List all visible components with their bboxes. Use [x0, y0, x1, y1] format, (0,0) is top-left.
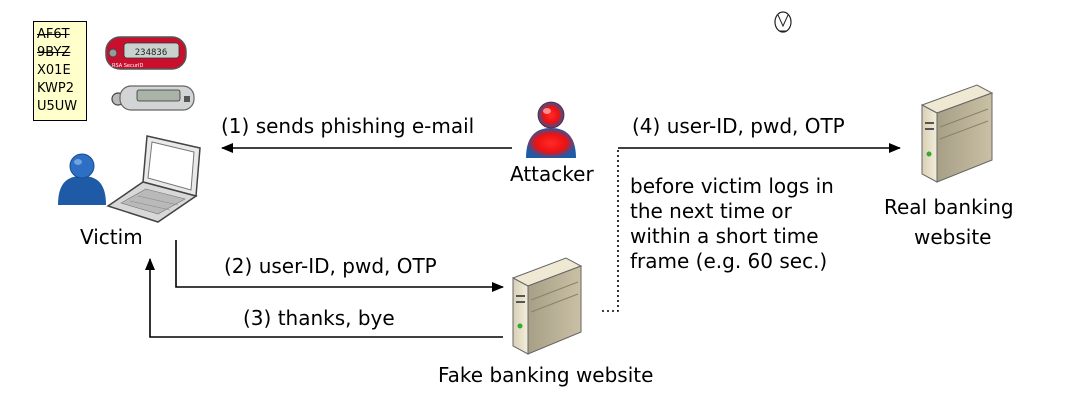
- timing-note-line: within a short time: [630, 224, 819, 248]
- fake-site-server-icon: [511, 257, 583, 355]
- usb-token-icon: [111, 85, 195, 111]
- arrow-step4-label: (4) user-ID, pwd, OTP: [632, 114, 845, 138]
- real-site-label-line2: website: [914, 225, 992, 249]
- otp-code: KWP2: [37, 81, 75, 96]
- fake-site-label: Fake banking website: [438, 363, 654, 387]
- victim-label: Victim: [80, 225, 143, 249]
- arrow-step1-label: (1) sends phishing e-mail: [221, 114, 475, 138]
- attacker-person-icon: [526, 101, 576, 158]
- attacker-label: Attacker: [510, 162, 594, 186]
- timing-note-line: the next time or: [630, 199, 792, 223]
- laptop-icon: [106, 135, 201, 223]
- dotted-connector: [602, 148, 619, 312]
- arrow-step2: [175, 240, 504, 292]
- real-site-label-line1: Real banking: [884, 195, 1014, 219]
- arrow-step3: [145, 258, 503, 338]
- hardware-token-icon: 234836 RSA SecurID: [105, 36, 187, 70]
- arrow-step2-label: (2) user-ID, pwd, OTP: [224, 254, 437, 278]
- real-site-server-icon: [920, 84, 994, 183]
- otp-code-list: AF6T 9BYZ X01E KWP2 U5UW: [33, 21, 87, 121]
- timing-note: before victim logs in the next time or w…: [630, 174, 834, 274]
- token-display-text: 234836: [135, 48, 168, 58]
- otp-code: X01E: [37, 63, 71, 78]
- otp-code-used: AF6T: [37, 27, 70, 42]
- otp-code-used: 9BYZ: [37, 45, 71, 60]
- otp-code: U5UW: [37, 99, 78, 114]
- token-brand-text: RSA SecurID: [112, 63, 143, 69]
- arrow-step3-label: (3) thanks, bye: [243, 306, 395, 330]
- timing-note-line: before victim logs in: [630, 174, 834, 198]
- timing-note-line: frame (e.g. 60 sec.): [630, 249, 828, 273]
- victim-person-icon: [58, 153, 106, 205]
- mouse-cursor-icon: [774, 11, 792, 33]
